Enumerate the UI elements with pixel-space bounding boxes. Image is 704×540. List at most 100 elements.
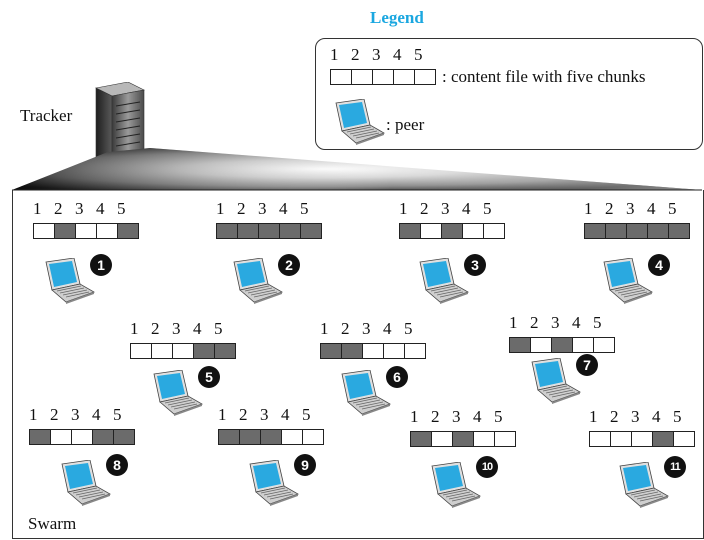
peer-4-chunk-4 [647, 223, 669, 239]
peer-11-chunk-1 [589, 431, 611, 447]
peer-8-chunk-1 [29, 429, 51, 445]
peer-3-chunk-2 [420, 223, 442, 239]
peer-9-chunk-1 [218, 429, 240, 445]
peer-11-number-badge: 11 [664, 456, 686, 478]
peer-7-number-badge: 7 [576, 354, 598, 376]
peer-8-chunk-4 [92, 429, 114, 445]
laptop-icon [249, 459, 299, 506]
peer-6-chunk-2 [341, 343, 363, 359]
laptop-icon [153, 369, 203, 416]
laptop-icon [431, 461, 481, 508]
peer-1-chunk-5 [117, 223, 139, 239]
peer-4-number-badge: 4 [648, 254, 670, 276]
peer-3-chunk-4 [462, 223, 484, 239]
peer-6 [336, 369, 392, 421]
laptop-icon [341, 369, 391, 416]
peer-7 [526, 357, 582, 409]
peer-11-chunk-5 [673, 431, 695, 447]
peer-3-chunk-3 [441, 223, 463, 239]
peer-11-chunk-2 [610, 431, 632, 447]
laptop-icon [45, 257, 95, 304]
peer-5-chunk-1 [130, 343, 152, 359]
peer-6-chunk-5 [404, 343, 426, 359]
peer-10-chunk-3 [452, 431, 474, 447]
peer-5-chunk-2 [151, 343, 173, 359]
peer-8-chunk-bar [29, 429, 135, 445]
peer-9-number-badge: 9 [294, 454, 316, 476]
peer-5-chunk-3 [172, 343, 194, 359]
peer-8 [56, 459, 112, 511]
legend-peer-icon [330, 98, 386, 150]
peer-7-chunk-4 [572, 337, 594, 353]
peer-9-chunk-4 [281, 429, 303, 445]
peer-4-chunk-5 [668, 223, 690, 239]
laptop-icon [419, 257, 469, 304]
peer-4-chunk-3 [626, 223, 648, 239]
peer-8-chunk-5 [113, 429, 135, 445]
swarm-area [12, 190, 704, 539]
peer-7-chunk-1 [509, 337, 531, 353]
laptop-icon [233, 257, 283, 304]
tracker-server-icon [95, 82, 145, 167]
peer-3-chunk-1 [399, 223, 421, 239]
peer-4-chunk-2 [605, 223, 627, 239]
peer-11-chunk-bar [589, 431, 695, 447]
peer-10-chunk-bar [410, 431, 516, 447]
peer-3-number-badge: 3 [464, 254, 486, 276]
peer-8-chunk-2 [50, 429, 72, 445]
peer-2-chunk-3 [258, 223, 280, 239]
peer-2-chunk-bar [216, 223, 322, 239]
tracker-label: Tracker [20, 106, 73, 125]
laptop-icon [619, 461, 669, 508]
laptop-icon [603, 257, 653, 304]
peer-4-chunk-1 [584, 223, 606, 239]
peer-7-chunk-5 [593, 337, 615, 353]
peer-6-chunk-3 [362, 343, 384, 359]
peer-5-number-badge: 5 [198, 366, 220, 388]
peer-8-number-badge: 8 [106, 454, 128, 476]
peer-8-chunk-3 [71, 429, 93, 445]
peer-1-chunk-4 [96, 223, 118, 239]
peer-10-chunk-4 [473, 431, 495, 447]
peer-9-chunk-2 [239, 429, 261, 445]
peer-1-number-badge: 1 [90, 254, 112, 276]
laptop-icon [61, 459, 111, 506]
peer-11-chunk-3 [631, 431, 653, 447]
peer-6-chunk-bar [320, 343, 426, 359]
swarm-label: Swarm [28, 514, 77, 533]
peer-10 [426, 461, 482, 513]
peer-11-chunk-4 [652, 431, 674, 447]
peer-5-chunk-bar [130, 343, 236, 359]
peer-10-chunk-5 [494, 431, 516, 447]
peer-4 [598, 257, 654, 309]
legend-title: Legend [370, 8, 424, 27]
laptop-icon [531, 357, 581, 404]
peer-2 [228, 257, 284, 309]
peer-1-chunk-3 [75, 223, 97, 239]
peer-1-chunk-bar [33, 223, 139, 239]
peer-7-chunk-2 [530, 337, 552, 353]
legend-chunk-bar [330, 69, 436, 85]
peer-9-chunk-bar [218, 429, 324, 445]
peer-2-chunk-5 [300, 223, 322, 239]
peer-3 [414, 257, 470, 309]
peer-5-chunk-5 [214, 343, 236, 359]
peer-2-chunk-4 [279, 223, 301, 239]
peer-1-chunk-1 [33, 223, 55, 239]
peer-2-chunk-1 [216, 223, 238, 239]
peer-5-chunk-4 [193, 343, 215, 359]
peer-7-chunk-3 [551, 337, 573, 353]
peer-10-chunk-1 [410, 431, 432, 447]
peer-3-chunk-5 [483, 223, 505, 239]
